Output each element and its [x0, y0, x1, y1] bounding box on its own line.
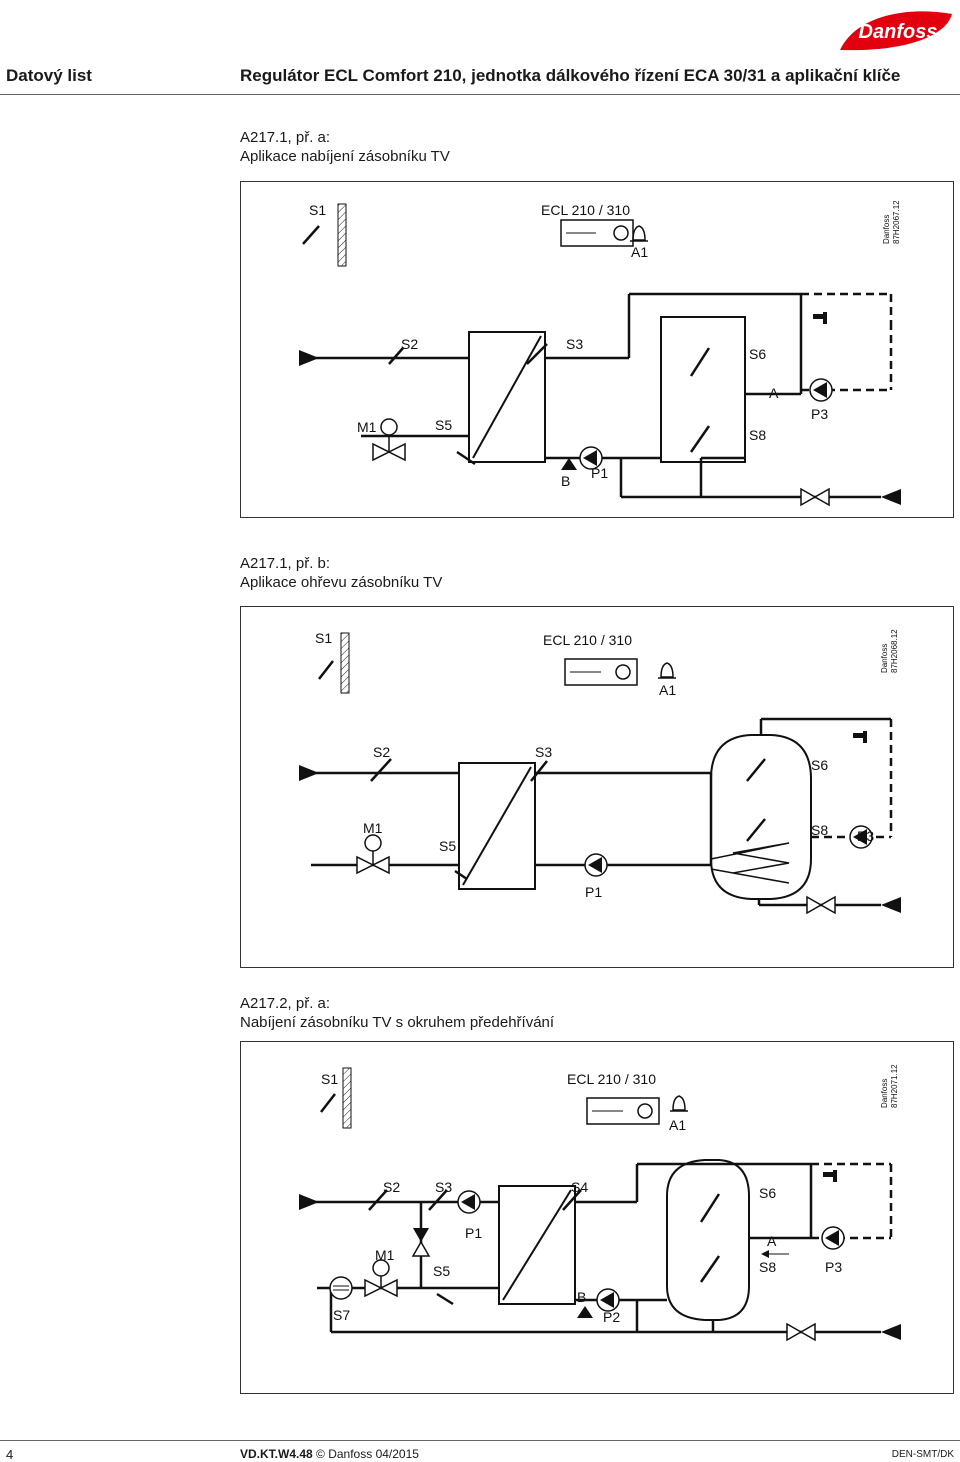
svg-text:M1: M1	[363, 820, 383, 836]
svg-text:A1: A1	[659, 682, 676, 698]
svg-text:S5: S5	[435, 417, 452, 433]
svg-text:Danfoss: Danfoss	[882, 215, 891, 244]
svg-text:P1: P1	[585, 884, 602, 900]
svg-text:S6: S6	[759, 1185, 776, 1201]
svg-text:S5: S5	[433, 1263, 450, 1279]
svg-text:S8: S8	[811, 822, 828, 838]
svg-text:Danfoss: Danfoss	[880, 644, 889, 673]
svg-text:S3: S3	[535, 744, 552, 760]
svg-text:S2: S2	[373, 744, 390, 760]
diagram3-schematic: S1 ECL 210 / 310 A1 S2 S3 S4 S6 P1 M1 S5…	[299, 1064, 901, 1342]
svg-text:Danfoss: Danfoss	[880, 1079, 889, 1108]
svg-text:P3: P3	[825, 1259, 842, 1275]
diagram1-caption-title: Aplikace nabíjení zásobníku TV	[240, 148, 450, 165]
diagram2-caption-code: A217.1, př. b:	[240, 555, 331, 572]
svg-text:S3: S3	[435, 1179, 452, 1195]
doc-type-label: Datový list	[6, 66, 92, 85]
svg-text:87H2067.12: 87H2067.12	[892, 200, 901, 244]
svg-text:S7: S7	[333, 1307, 350, 1323]
svg-text:S6: S6	[811, 757, 828, 773]
svg-text:A: A	[767, 1233, 777, 1249]
svg-text:87H2071.12: 87H2071.12	[890, 1064, 899, 1108]
copyright: © Danfoss 04/2015	[316, 1447, 419, 1461]
document-title: Regulátor ECL Comfort 210, jednotka dálk…	[240, 66, 901, 85]
svg-text:ECL 210 / 310: ECL 210 / 310	[541, 202, 630, 218]
diagram1-schematic: S1 ECL 210 / 310 A1 S2 S3 S6 A P3 M1 S5 …	[299, 200, 901, 507]
header-rule	[0, 94, 960, 95]
diagram1-caption: A217.1, př. a: Aplikace nabíjení zásobní…	[240, 128, 450, 166]
svg-text:S4: S4	[571, 1179, 588, 1195]
svg-text:P3: P3	[811, 406, 828, 422]
svg-text:P1: P1	[465, 1225, 482, 1241]
svg-text:87H2068.12: 87H2068.12	[890, 629, 899, 673]
svg-text:P3: P3	[857, 828, 874, 844]
diagram2-caption: A217.1, př. b: Aplikace ohřevu zásobníku…	[240, 554, 442, 592]
diagram2-caption-title: Aplikace ohřevu zásobníku TV	[240, 574, 443, 591]
svg-text:S1: S1	[321, 1071, 338, 1087]
svg-text:S8: S8	[759, 1259, 776, 1275]
danfoss-logo: Danfoss	[840, 11, 952, 51]
svg-text:S5: S5	[439, 838, 456, 854]
diagram3-caption-code: A217.2, př. a:	[240, 995, 331, 1012]
diagram2-box: S1 ECL 210 / 310 A1 S2 S3 S6 M1 S5 S8 P3…	[240, 606, 954, 968]
svg-text:S2: S2	[383, 1179, 400, 1195]
diagram3-caption-title: Nabíjení zásobníku TV s okruhem předehří…	[240, 1014, 555, 1031]
svg-text:A1: A1	[669, 1117, 686, 1133]
svg-text:M1: M1	[375, 1247, 395, 1263]
svg-text:S3: S3	[566, 336, 583, 352]
page-number: 4	[6, 1447, 14, 1462]
svg-text:S8: S8	[749, 427, 766, 443]
svg-text:M1: M1	[357, 419, 377, 435]
diagram1-box: S1 ECL 210 / 310 A1 S2 S3 S6 A P3 M1 S5 …	[240, 181, 954, 518]
footer-doc-code: VD.KT.W4.48 © Danfoss 04/2015	[240, 1447, 419, 1461]
svg-text:S1: S1	[309, 202, 326, 218]
diagram3-caption: A217.2, př. a: Nabíjení zásobníku TV s o…	[240, 994, 554, 1032]
diagram2-schematic: S1 ECL 210 / 310 A1 S2 S3 S6 M1 S5 S8 P3…	[299, 629, 901, 915]
svg-text:B: B	[577, 1289, 586, 1305]
diagram1-caption-code: A217.1, př. a:	[240, 129, 331, 146]
svg-text:S1: S1	[315, 630, 332, 646]
svg-text:Danfoss: Danfoss	[859, 21, 938, 43]
svg-text:A1: A1	[631, 244, 648, 260]
svg-text:P1: P1	[591, 465, 608, 481]
doc-code: VD.KT.W4.48	[240, 1447, 313, 1461]
svg-text:S6: S6	[749, 346, 766, 362]
footer-dept: DEN-SMT/DK	[891, 1449, 954, 1460]
svg-text:A: A	[769, 385, 779, 401]
svg-text:P2: P2	[603, 1309, 620, 1325]
svg-text:B: B	[561, 473, 570, 489]
footer-rule	[0, 1440, 960, 1441]
svg-text:ECL 210 / 310: ECL 210 / 310	[543, 632, 632, 648]
svg-text:ECL 210 / 310: ECL 210 / 310	[567, 1071, 656, 1087]
diagram3-box: S1 ECL 210 / 310 A1 S2 S3 S4 S6 P1 M1 S5…	[240, 1041, 954, 1394]
svg-text:S2: S2	[401, 336, 418, 352]
